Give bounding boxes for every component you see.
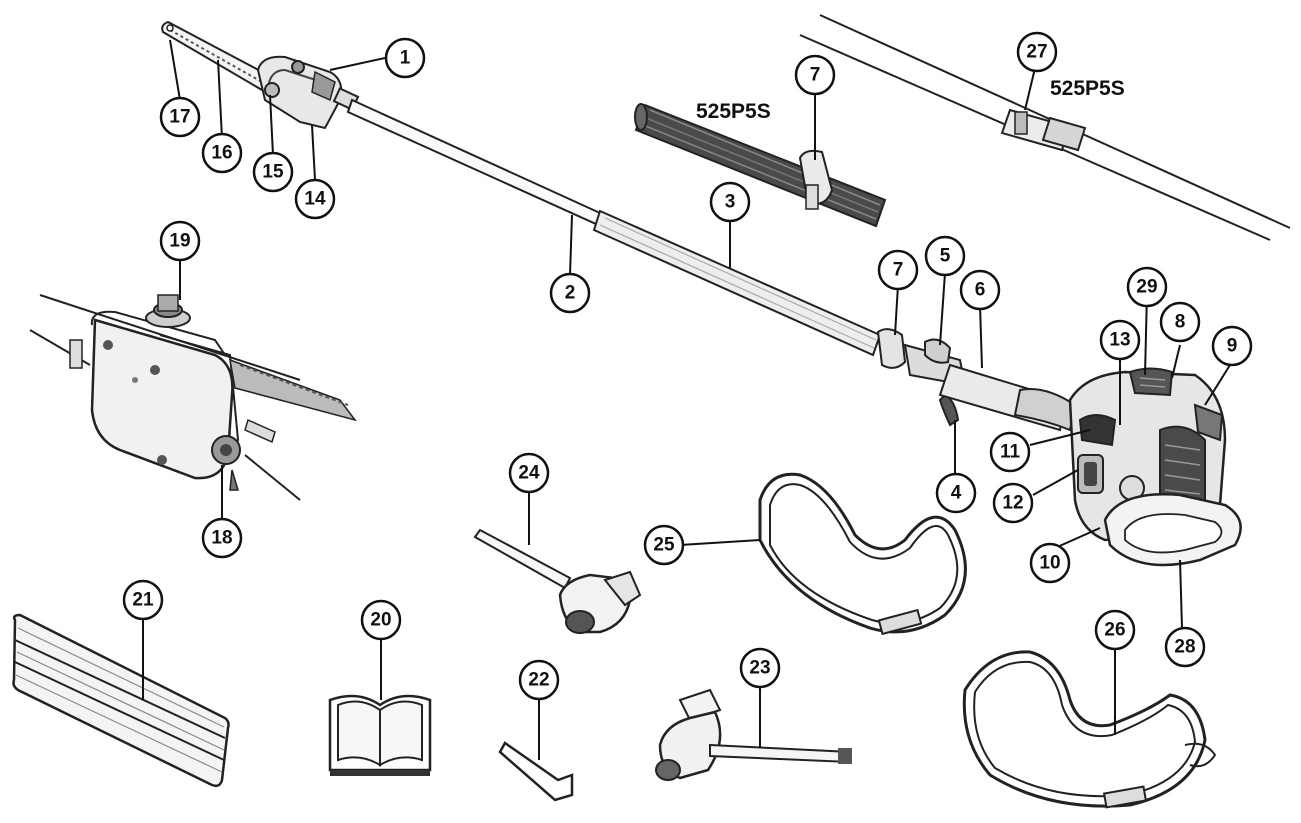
svg-text:18: 18	[211, 528, 232, 549]
svg-text:22: 22	[528, 670, 549, 691]
svg-text:3: 3	[725, 192, 736, 213]
pole-saw	[161, 20, 1242, 567]
svg-text:26: 26	[1104, 620, 1125, 641]
svg-text:27: 27	[1026, 42, 1047, 63]
callout-14: 14	[294, 178, 336, 220]
callout-13: 13	[1099, 319, 1141, 361]
callout-10: 10	[1029, 542, 1071, 584]
callout-29: 29	[1126, 266, 1168, 308]
svg-text:21: 21	[132, 590, 154, 611]
callout-22: 22	[518, 659, 560, 701]
model-label-grip: 525P5S	[696, 100, 771, 123]
callout-24: 24	[508, 452, 550, 494]
svg-text:14: 14	[304, 189, 326, 210]
callout-19: 19	[159, 220, 201, 262]
callouts: 1 2 3 4 5 6 7 7 8 9 10 11 12 13 14 15 16…	[122, 31, 1253, 701]
harness-strap-25	[758, 472, 967, 636]
callout-8: 8	[1159, 301, 1201, 343]
svg-text:29: 29	[1136, 277, 1157, 298]
callout-1: 1	[384, 37, 426, 79]
svg-text:7: 7	[810, 65, 821, 86]
callout-6: 6	[959, 269, 1001, 311]
callout-18: 18	[201, 517, 243, 559]
manual-book-icon	[328, 694, 432, 776]
socket-wrench-24	[473, 528, 642, 634]
bar-guard	[12, 613, 230, 788]
svg-text:7: 7	[893, 260, 904, 281]
svg-text:5: 5	[940, 246, 951, 267]
svg-text:24: 24	[518, 463, 540, 484]
svg-text:25: 25	[653, 535, 675, 556]
callout-7-main: 7	[877, 249, 919, 291]
callout-4: 4	[935, 472, 977, 514]
svg-text:15: 15	[262, 162, 284, 183]
telescopic-shaft-detail	[799, 14, 1291, 241]
callout-17: 17	[159, 96, 201, 138]
svg-text:28: 28	[1174, 637, 1195, 658]
callout-7-detail: 7	[794, 54, 836, 96]
combination-wrench-23	[655, 688, 852, 781]
svg-text:9: 9	[1227, 336, 1238, 357]
svg-text:17: 17	[169, 107, 190, 128]
svg-text:2: 2	[565, 283, 576, 304]
svg-text:11: 11	[1000, 442, 1021, 463]
svg-text:6: 6	[975, 280, 986, 301]
callout-27: 27	[1016, 31, 1058, 73]
callout-5: 5	[924, 235, 966, 277]
svg-text:8: 8	[1175, 312, 1186, 333]
callout-25: 25	[643, 524, 685, 566]
callout-15: 15	[252, 151, 294, 193]
grip-clamp-detail	[634, 103, 887, 228]
svg-text:23: 23	[749, 658, 770, 679]
svg-text:1: 1	[400, 48, 411, 69]
svg-text:13: 13	[1109, 330, 1130, 351]
gearbox-detail	[29, 294, 357, 501]
harness-strap-26	[962, 650, 1217, 809]
callout-2: 2	[549, 272, 591, 314]
callout-3: 3	[709, 181, 751, 223]
callout-11: 11	[989, 431, 1031, 473]
svg-text:19: 19	[169, 231, 190, 252]
callout-20: 20	[360, 599, 402, 641]
svg-text:16: 16	[211, 143, 232, 164]
callout-12: 12	[992, 482, 1034, 524]
svg-text:20: 20	[370, 610, 391, 631]
svg-text:4: 4	[951, 483, 962, 504]
callout-16: 16	[201, 132, 243, 174]
hex-key	[498, 741, 574, 802]
model-label-top: 525P5S	[1050, 77, 1125, 100]
callout-28: 28	[1164, 626, 1206, 668]
leader-lines	[142, 39, 1231, 760]
callout-9: 9	[1211, 325, 1253, 367]
svg-text:12: 12	[1002, 493, 1023, 514]
callout-23: 23	[739, 647, 781, 689]
callout-21: 21	[122, 579, 164, 621]
svg-text:10: 10	[1039, 553, 1060, 574]
callout-26: 26	[1094, 609, 1136, 651]
